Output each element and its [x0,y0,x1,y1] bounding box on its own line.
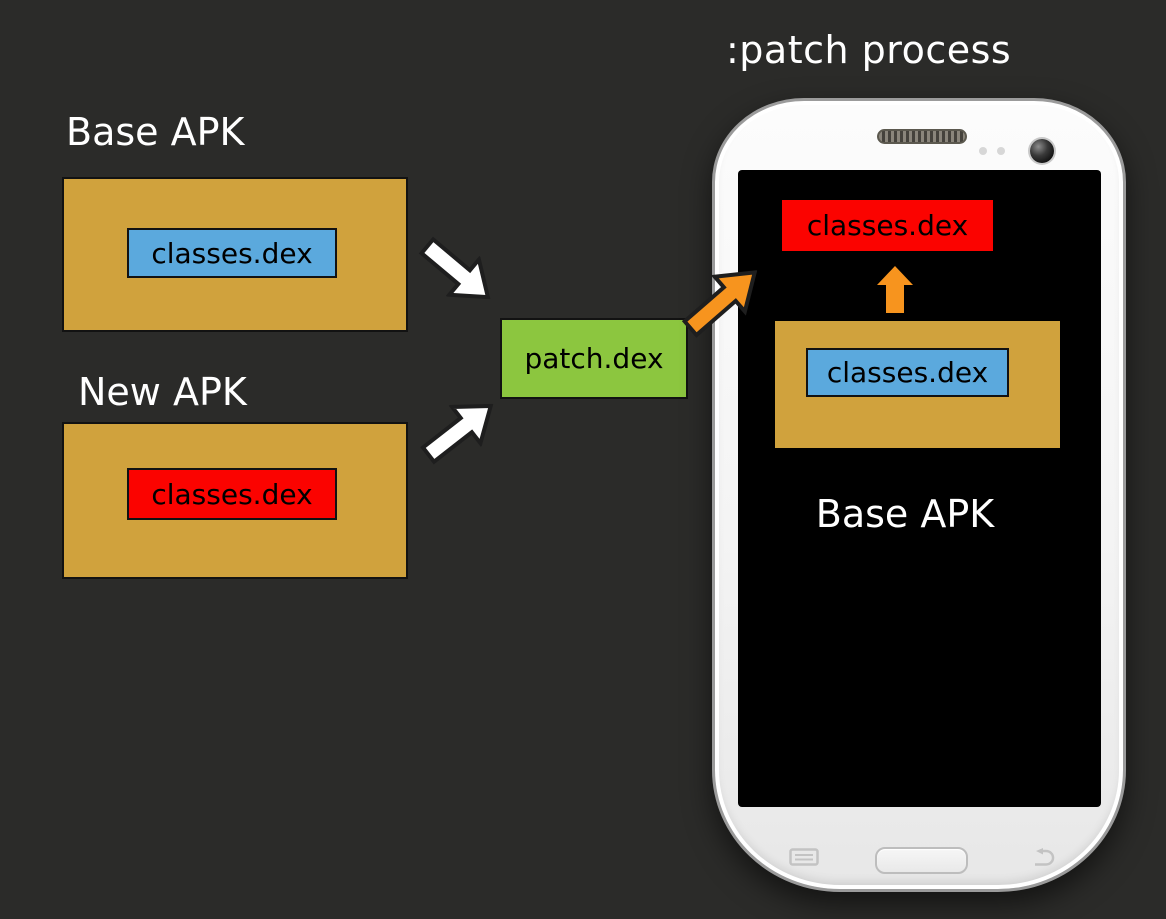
screen-patched-classes-dex-label: classes.dex [806,209,969,242]
screen-base-apk-box: classes.dex [775,321,1060,448]
phone-camera-icon [1030,139,1054,163]
phone-home-button-icon [875,847,968,874]
base-apk-box: classes.dex [62,177,408,332]
base-apk-label: Base APK [66,110,245,154]
phone-screen: classes.dex classes.dex Base APK [738,170,1101,807]
phone-sensor-dot-icon [997,147,1005,155]
phone-sensor-dot-icon [979,147,987,155]
screen-base-classes-dex-box: classes.dex [806,348,1009,397]
phone-speaker-icon [877,129,967,144]
screen-patched-classes-dex-box: classes.dex [782,200,993,251]
phone-menu-key-icon [789,848,819,866]
screen-base-classes-dex-label: classes.dex [826,356,989,389]
phone-back-key-icon [1035,848,1055,866]
arrow-inject-up-icon [877,266,913,313]
arrow-base-to-patch-icon [418,236,491,300]
arrow-new-to-patch-icon [420,403,494,465]
page-title: :patch process [726,28,1012,72]
new-apk-label: New APK [78,370,247,414]
phone-illustration: classes.dex classes.dex Base APK [712,98,1126,892]
arrow-patch-to-phone-icon [681,270,758,338]
base-apk-classes-dex-label: classes.dex [151,236,313,270]
screen-base-apk-label: Base APK [815,492,995,536]
patch-dex-label: patch.dex [524,342,664,375]
base-apk-classes-dex-box: classes.dex [127,228,337,278]
new-apk-classes-dex-label: classes.dex [151,477,313,511]
new-apk-box: classes.dex [62,422,408,579]
patch-dex-box: patch.dex [500,318,688,399]
new-apk-classes-dex-box: classes.dex [127,468,337,520]
